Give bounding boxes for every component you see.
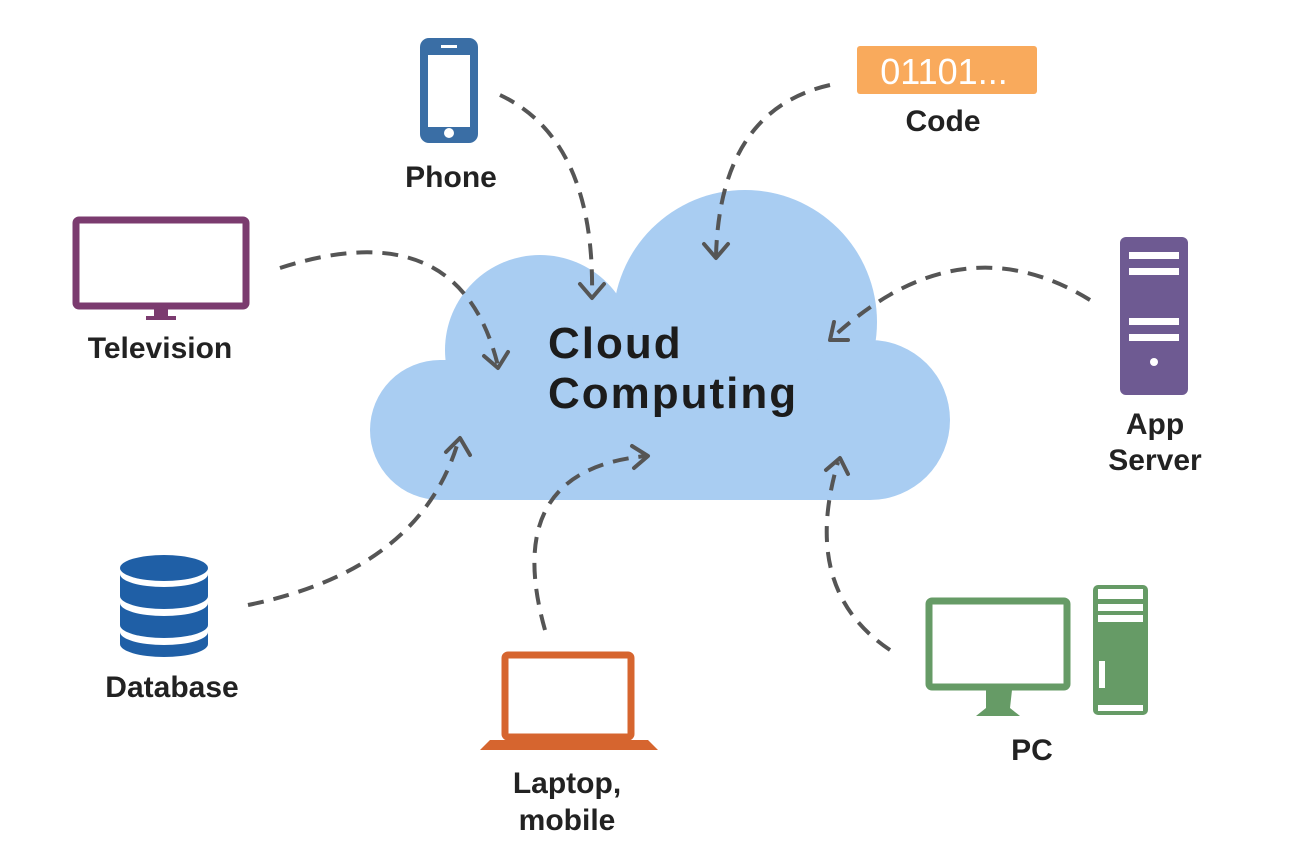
laptop-label-line2: mobile xyxy=(519,804,616,837)
laptop-icon xyxy=(480,651,658,750)
arrow-laptop xyxy=(532,444,650,631)
pc-label: PC xyxy=(1011,734,1053,767)
arrow-phone xyxy=(499,93,606,300)
cloud-title-line1: Cloud xyxy=(548,319,683,368)
laptop-label-line1: Laptop, xyxy=(513,767,621,800)
database-icon xyxy=(120,555,208,657)
code-label: Code xyxy=(906,105,981,138)
code-badge-text: 01101... xyxy=(880,51,1007,92)
cloud-shape xyxy=(370,190,950,500)
television-label: Television xyxy=(88,332,233,365)
code-badge: 01101... xyxy=(857,46,1037,94)
arrow-pc xyxy=(824,456,892,652)
arrow-television xyxy=(279,250,510,370)
television-icon xyxy=(72,216,250,320)
phone-icon xyxy=(420,38,478,143)
app-server-label-line2: Server xyxy=(1108,444,1202,477)
arrow-database xyxy=(247,436,472,607)
arrow-app-server xyxy=(828,265,1092,342)
app-server-icon xyxy=(1120,237,1188,395)
cloud-title-line2: Computing xyxy=(548,369,798,418)
database-label: Database xyxy=(105,671,238,704)
app-server-label-line1: App xyxy=(1126,408,1184,441)
pc-icon xyxy=(925,585,1148,716)
phone-label: Phone xyxy=(405,161,497,194)
arrow-code xyxy=(702,83,831,260)
